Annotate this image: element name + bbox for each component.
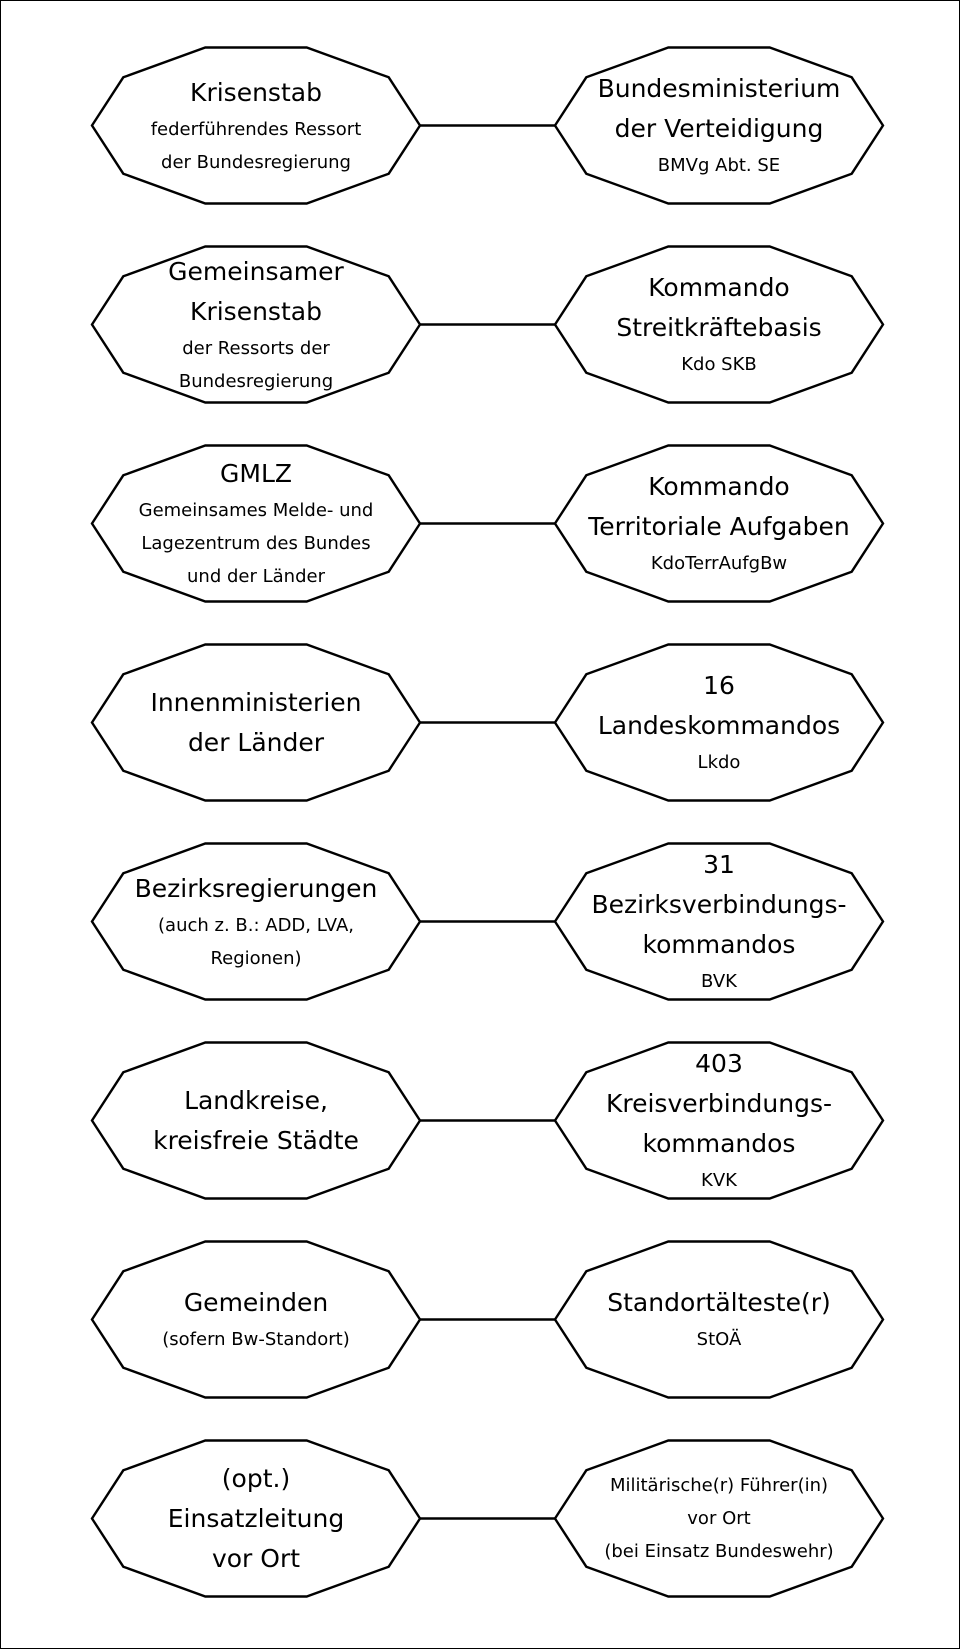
node-text-line: 403 (695, 1049, 743, 1078)
civil-node-label: Gemeinden (sofern Bw-Standort) (96, 1232, 416, 1407)
military-node-shape (553, 1439, 885, 1598)
row-shapes (90, 46, 885, 205)
military-node-shape (553, 643, 885, 802)
node-text-line: Bezirksverbindungs- (591, 890, 847, 919)
node-text-line: (bei Einsatz Bundeswehr) (604, 1541, 834, 1562)
node-text-line: Krisenstab (190, 296, 322, 326)
node-text-line: Bundesministerium (597, 74, 841, 103)
node-text-line: Streitkräftebasis (616, 313, 822, 342)
military-node-shape (553, 46, 885, 205)
node-text-line: Einsatzleitung (167, 1503, 345, 1533)
node-text-line: vor Ort (687, 1508, 751, 1529)
node-text-line: (auch z. B.: ADD, LVA, (158, 914, 354, 936)
civil-node-shape (90, 245, 422, 404)
civil-node-label: Bezirksregierungen (auch z. B.: ADD, LVA,… (96, 834, 416, 1009)
node-text-line: kommandos (642, 930, 796, 959)
civil-node-shape (90, 842, 422, 1001)
node-text-line: Landkreise, (184, 1085, 328, 1115)
node-text-line: GMLZ (220, 459, 292, 488)
row-shapes (90, 444, 885, 603)
node-text-line: Kreisverbindungs- (605, 1089, 833, 1118)
node-text-line: der Verteidigung (614, 114, 824, 143)
node-text-line: federführendes Ressort (150, 118, 362, 140)
civil-node-shape (90, 46, 422, 205)
row-shapes (90, 1240, 885, 1399)
military-node-label: Militärische(r) Führer(in) vor Ort (bei Ei… (559, 1431, 879, 1606)
civil-node-shape (90, 643, 422, 802)
civil-node-shape (90, 1439, 422, 1598)
military-node-shape (553, 1041, 885, 1200)
node-text-line: Kdo SKB (681, 354, 757, 375)
node-text-line: Militärische(r) Führer(in) (609, 1475, 829, 1496)
node-text-line: Landeskommandos (597, 711, 841, 740)
node-text-line: Gemeinsamer (168, 256, 344, 286)
civil-node-label: (opt.) Einsatzleitung vor Ort (96, 1431, 416, 1606)
node-text-line: KVK (701, 1170, 737, 1191)
node-text-line: BVK (701, 971, 737, 992)
civil-node-label: Krisenstab federführendes Ressort der Bund… (96, 38, 416, 213)
node-text-line: Bezirksregierungen (134, 873, 378, 903)
node-text-line: Gemeinsames Melde- und (138, 500, 374, 521)
military-node-label: Standortälteste(r) StOÄ (559, 1232, 879, 1407)
civil-node-label: Innenministerien der Länder (96, 635, 416, 810)
node-text-line: der Länder (187, 727, 325, 757)
row-shapes (90, 245, 885, 404)
military-node-shape (553, 245, 885, 404)
node-text-line: Territoriale Aufgaben (588, 512, 850, 541)
civil-node-shape (90, 1041, 422, 1200)
node-text-line: Standortälteste(r) (607, 1288, 831, 1317)
node-text-line: StOÄ (696, 1329, 742, 1350)
row-shapes (90, 1041, 885, 1200)
node-text-line: der Bundesregierung (161, 151, 351, 173)
diagram-row: Bezirksregierungen (auch z. B.: ADD, LVA,… (0, 834, 960, 1009)
node-text-line: Kommando (648, 273, 790, 302)
node-text-line: Bundesregierung (178, 370, 334, 392)
row-shapes (90, 842, 885, 1001)
diagram-row: Krisenstab federführendes Ressort der Bund… (0, 38, 960, 213)
row-shapes (90, 643, 885, 802)
military-node-shape (553, 842, 885, 1001)
node-text-line: BMVg Abt. SE (657, 155, 781, 176)
node-text-line: Lagezentrum des Bundes (141, 533, 371, 554)
diagram-row: Gemeinden (sofern Bw-Standort) Standortält… (0, 1232, 960, 1407)
civil-node-shape (90, 444, 422, 603)
node-text-line: Krisenstab (190, 77, 322, 107)
node-text-line: KdoTerrAufgBw (650, 553, 788, 574)
node-text-line: kreisfreie Städte (153, 1125, 359, 1155)
node-text-line: Gemeinden (183, 1288, 329, 1317)
node-text-line: (opt.) (221, 1463, 291, 1493)
row-shapes (90, 1439, 885, 1598)
node-text-line: Innenministerien (150, 687, 362, 717)
civil-node-shape (90, 1240, 422, 1399)
node-text-line: kommandos (642, 1129, 796, 1158)
military-node-shape (553, 444, 885, 603)
node-text-line: der Ressorts der (182, 337, 330, 359)
civil-node-label: Landkreise, kreisfreie Städte (96, 1033, 416, 1208)
node-text-line: vor Ort (211, 1543, 301, 1573)
node-text-line: 31 (703, 850, 735, 879)
node-text-line: (sofern Bw-Standort) (162, 1329, 350, 1350)
node-text-line: Kommando (648, 472, 790, 501)
node-text-line: und der Länder (187, 566, 325, 587)
military-node-shape (553, 1240, 885, 1399)
node-text-line: Regionen) (210, 947, 302, 969)
node-text-line: 16 (703, 671, 735, 700)
node-text-line: Lkdo (697, 752, 741, 773)
